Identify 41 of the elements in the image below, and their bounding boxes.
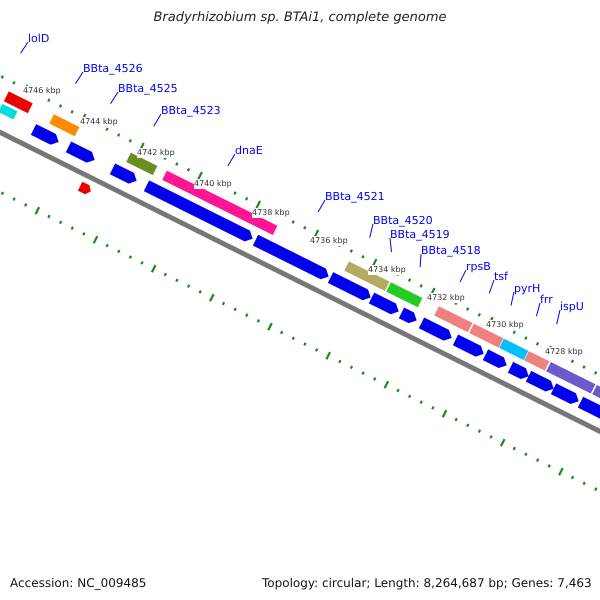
leader-line	[420, 254, 422, 268]
gene-label: tsf	[494, 270, 508, 283]
leader-line	[110, 92, 118, 104]
scale-label: 4732 kbp	[427, 293, 465, 303]
gene-label: rpsB	[466, 260, 491, 273]
gene-label: dnaE	[235, 144, 263, 157]
gene-label: lolD	[28, 32, 50, 45]
gene-label: frr	[540, 293, 553, 306]
gene-label: BBta_4520	[373, 214, 433, 227]
scale-label: 4736 kbp	[310, 236, 348, 246]
scale-label: 4740 kbp	[194, 179, 232, 189]
accession-text: Accession: NC_009485	[10, 576, 146, 590]
map-title: Bradyrhizobium sp. BTAi1, complete genome	[152, 10, 448, 25]
gene-label: BBta_4518	[421, 244, 481, 257]
scale-label: 4738 kbp	[252, 208, 290, 218]
leader-line	[369, 224, 374, 238]
leader-line	[536, 302, 540, 317]
gene-label: BBta_4525	[118, 82, 178, 95]
scale-label: 4730 kbp	[486, 320, 524, 330]
gene-label: BBta_4526	[83, 62, 143, 75]
leader-line	[227, 154, 236, 166]
leader-line	[20, 42, 28, 54]
genome-summary-text: Topology: circular; Length: 8,264,687 bp; Genes: 7,463	[262, 576, 592, 590]
scale-label: 4746 kbp	[23, 86, 61, 96]
leader-line	[318, 200, 326, 212]
gene-label: pyrH	[514, 282, 540, 295]
leader-line	[460, 270, 466, 282]
gene-label: BBta_4521	[325, 190, 385, 203]
scale-label: 4742 kbp	[137, 148, 175, 158]
gene-label: ispU	[560, 300, 584, 313]
leader-line	[488, 280, 494, 294]
gene-label: BBta_4519	[390, 228, 450, 241]
leader-line	[153, 114, 162, 127]
leader-line	[510, 292, 514, 306]
leader-line	[390, 238, 392, 253]
scale-label: 4734 kbp	[368, 265, 406, 275]
scale-label: 4744 kbp	[80, 117, 118, 127]
scale-label: 4728 kbp	[545, 347, 583, 357]
leader-line	[556, 310, 560, 325]
gene-label: BBta_4523	[161, 104, 221, 117]
leader-line	[75, 72, 84, 84]
